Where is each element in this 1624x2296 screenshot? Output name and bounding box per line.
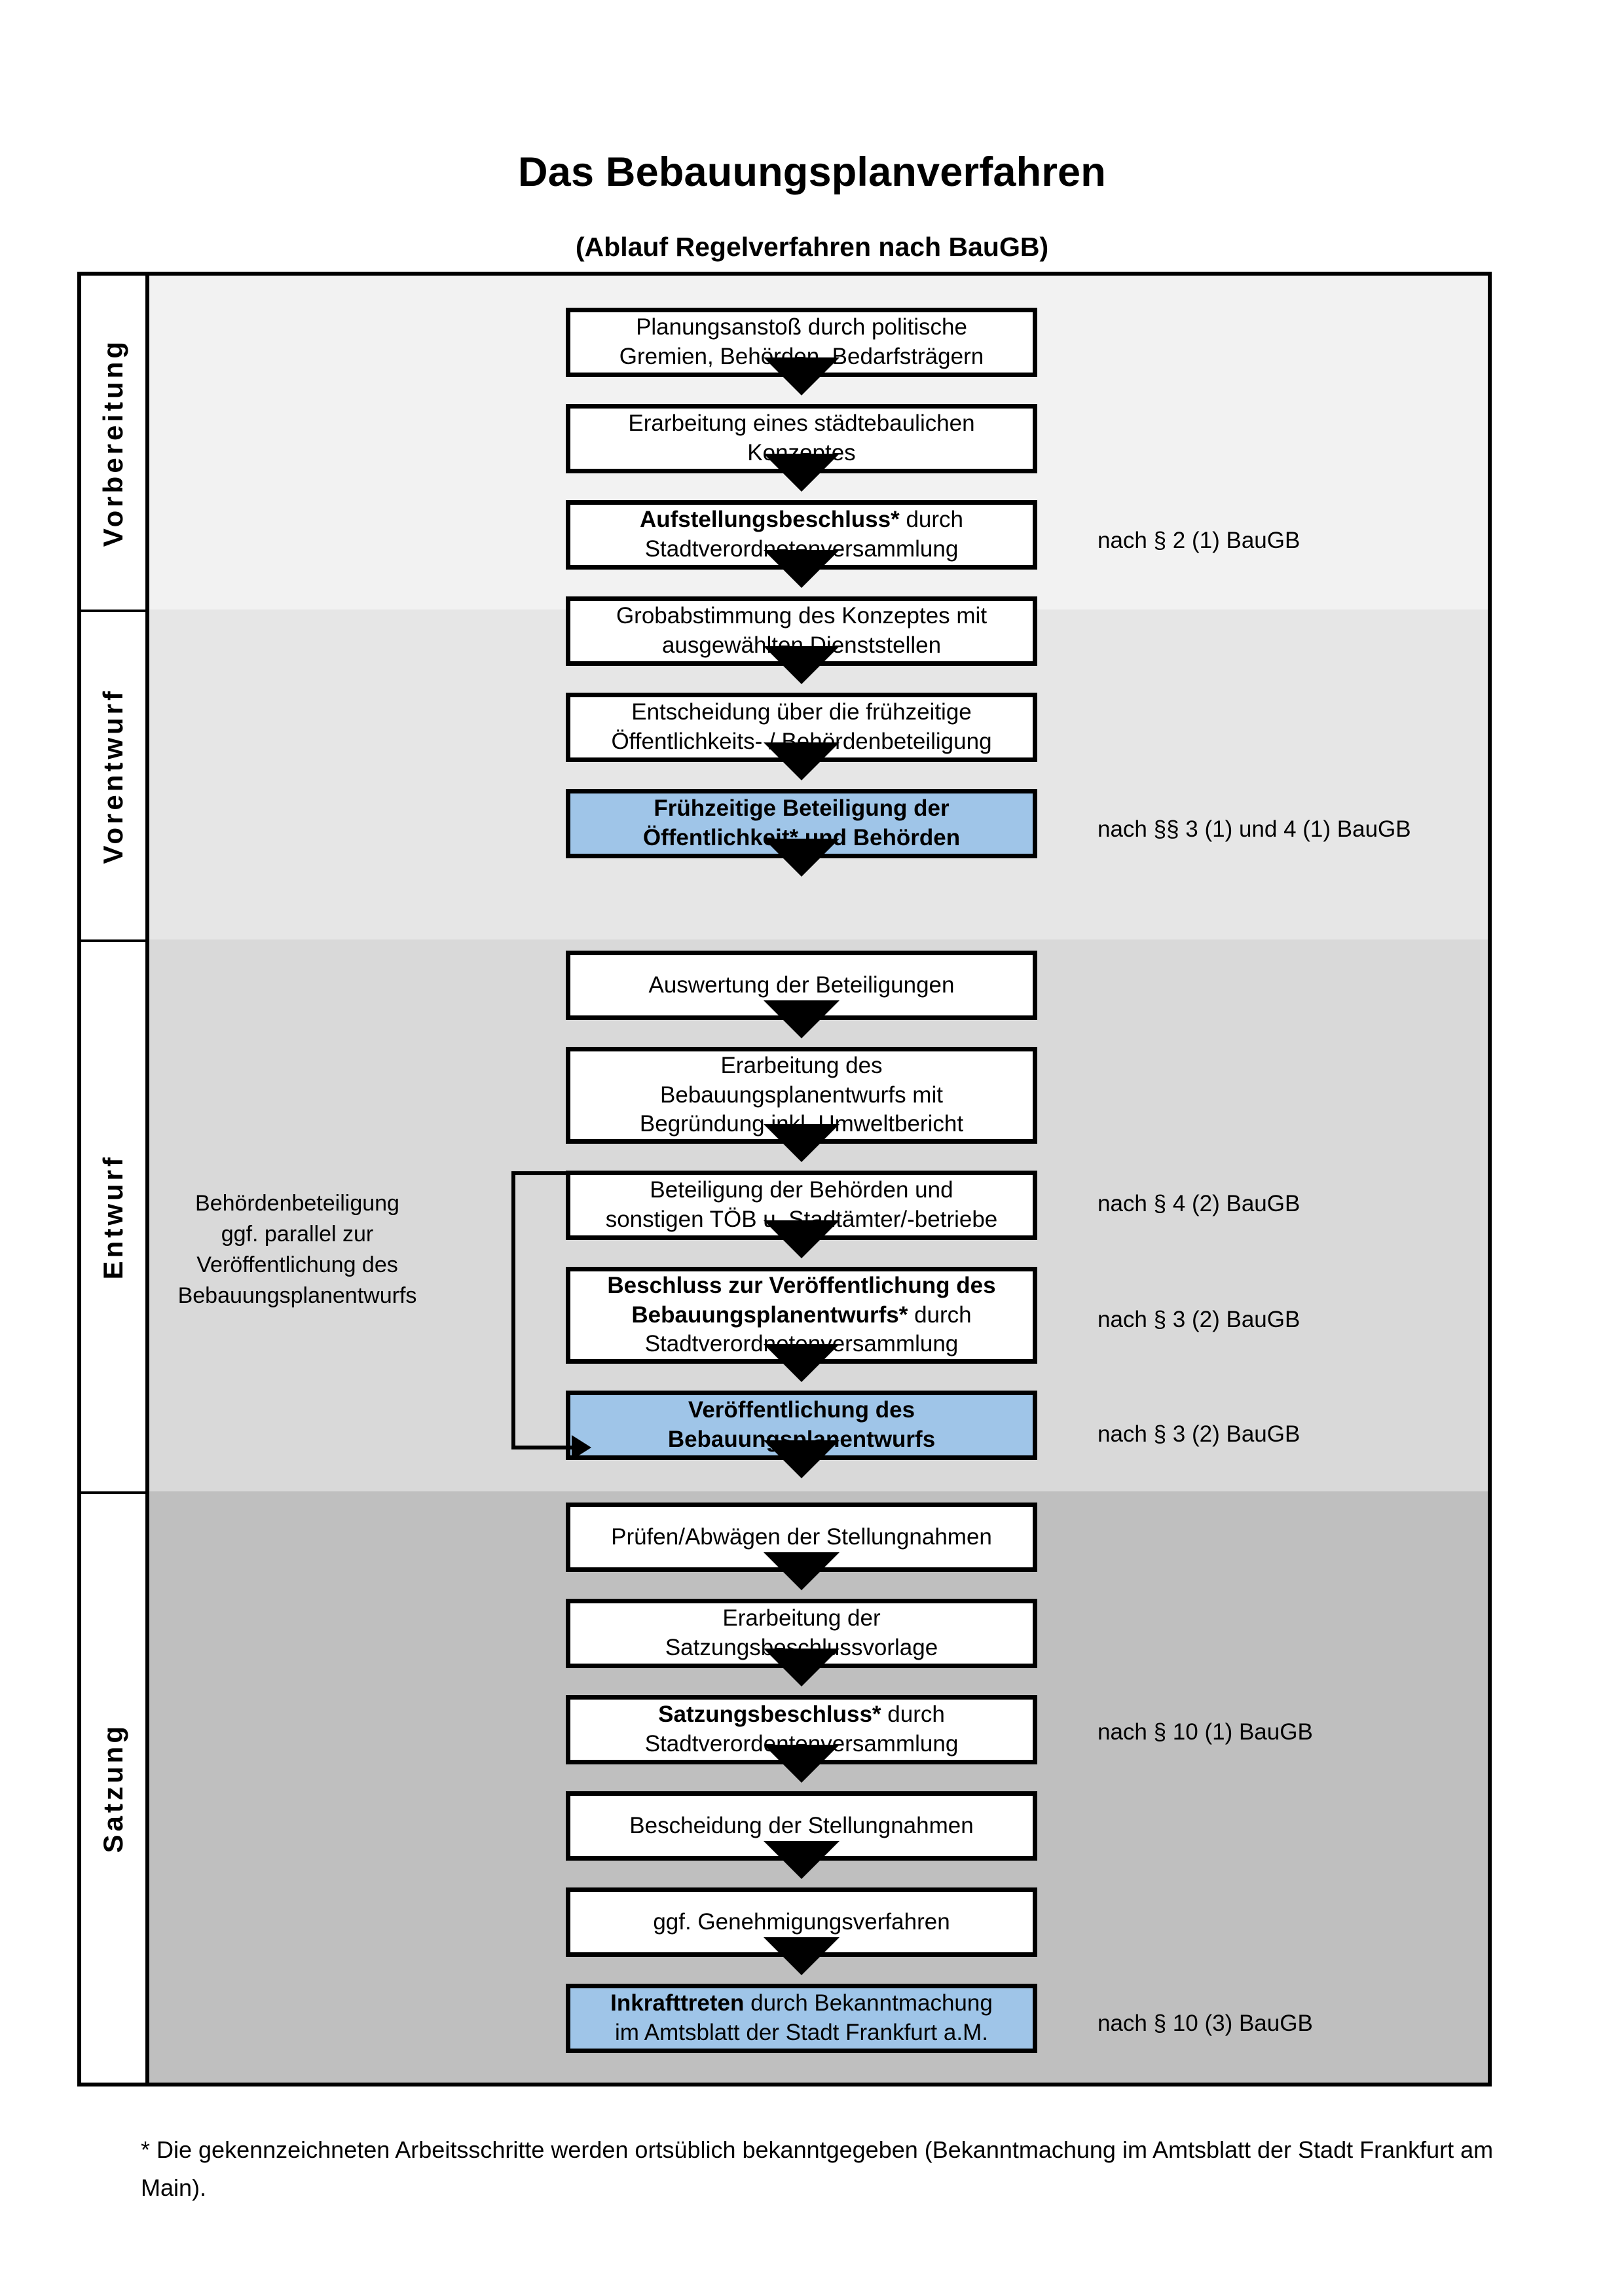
flow-step-line: Prüfen/Abwägen der Stellungnahmen [611, 1523, 992, 1550]
law-annotation-paragraph-3-2-beschluss: nach § 3 (2) BauGB [1098, 1307, 1301, 1332]
flow-arrow-down-icon [764, 839, 840, 877]
flow-step-line: Erarbeitung des [720, 1052, 883, 1078]
law-annotation-paragraph-10-3: nach § 10 (3) BauGB [1098, 2011, 1313, 2036]
swimlane-label-satzung: Satzung [81, 1491, 149, 2083]
flow-step-line: Auswertung der Beteiligungen [648, 972, 955, 998]
swimlane-label-vorbereitung: Vorbereitung [81, 276, 149, 610]
flow-arrow-down-icon [764, 1124, 840, 1162]
flow-step-beschluss-veroeffentlichung[interactable]: Beschluss zur Veröffentlichung des Bebau… [566, 1267, 1037, 1364]
footnote: * Die gekennzeichneten Arbeitsschritte w… [141, 2136, 1494, 2201]
swimlane-label-vorentwurf: Vorentwurf [81, 610, 149, 939]
flow-step-line: durch [906, 507, 964, 533]
flow-arrow-down-icon [764, 454, 840, 492]
swimlane-label-text: Vorbereitung [98, 338, 128, 547]
flow-step-line: ggf. Genehmigungsverfahren [653, 1908, 950, 1935]
connector-bracket-vertical [511, 1171, 515, 1449]
flow-step-line: Veröffentlichung des [688, 1397, 915, 1423]
flow-step-inkrafttreten[interactable]: Inkrafttreten durch Bekanntmachung im Am… [566, 1984, 1037, 2053]
flow-step-line: durch Bekanntmachung [750, 1990, 993, 2016]
connector-bracket-horizontal-bottom [511, 1446, 572, 1449]
flow-arrow-down-icon [764, 1937, 840, 1975]
flow-step-line: Entscheidung über die frühzeitige [631, 699, 972, 725]
flow-step-line: Grobabstimmung des Konzeptes mit [616, 603, 987, 629]
swimlane-label-text: Satzung [98, 1723, 128, 1853]
swimlane-label-text: Entwurf [98, 1154, 128, 1280]
flow-step-line: Frühzeitige Beteiligung der [654, 795, 950, 822]
diagram-frame: Vorbereitung Vorentwurf Entwurf Satzung … [77, 272, 1492, 2086]
flow-arrow-down-icon [764, 1552, 840, 1590]
law-annotation-paragraph-10-1: nach § 10 (1) BauGB [1098, 1719, 1313, 1745]
sidenote-line: Veröffentlichung des [196, 1252, 398, 1277]
page-title: Das Bebauungsplanverfahren [518, 149, 1106, 196]
flow-arrow-down-icon [764, 357, 840, 395]
flow-arrow-down-icon [764, 742, 840, 780]
connector-bracket-horizontal-top [511, 1171, 583, 1175]
sidenote-line: Behördenbeteiligung [195, 1191, 399, 1216]
flow-step-line-bold: Aufstellungsbeschluss* [639, 507, 900, 533]
law-annotation-paragraph-2-1: nach § 2 (1) BauGB [1098, 528, 1301, 553]
swimlane-label-text: Vorentwurf [98, 687, 128, 864]
flow-arrow-down-icon [764, 1000, 840, 1038]
flow-step-line: Beteiligung der Behörden und [650, 1177, 953, 1203]
flow-arrow-down-icon [764, 1745, 840, 1783]
flow-step-line-bold: Inkrafttreten [610, 1990, 745, 2016]
sidenote-line: Bebauungsplanentwurfs [177, 1283, 417, 1308]
flow-arrow-down-icon [764, 646, 840, 684]
flow-step-line: Erarbeitung der [722, 1605, 881, 1631]
flow-arrow-down-icon [764, 1649, 840, 1686]
flow-arrow-down-icon [764, 1220, 840, 1258]
swimlane-label-entwurf: Entwurf [81, 939, 149, 1491]
connector-arrowhead-icon [572, 1435, 591, 1460]
flow-step-line: durch [908, 1302, 972, 1328]
page-subtitle: (Ablauf Regelverfahren nach BauGB) [575, 232, 1049, 263]
flow-step-aufstellungsbeschluss[interactable]: Aufstellungsbeschluss* durch Stadtverord… [566, 500, 1037, 570]
flow-step-line: durch [887, 1702, 945, 1728]
law-annotation-paragraph-4-2: nach § 4 (2) BauGB [1098, 1191, 1301, 1216]
flow-step-line-bold: Beschluss zur Veröffentlichung des [607, 1272, 996, 1298]
flow-arrow-down-icon [764, 1841, 840, 1879]
flow-step-line-bold: Satzungsbeschluss* [658, 1702, 881, 1728]
flow-arrow-down-icon [764, 1344, 840, 1382]
flow-step-line-bold: Bebauungsplanentwurfs* [631, 1302, 908, 1328]
flow-step-line: Bescheidung der Stellungnahmen [629, 1812, 974, 1838]
flow-step-line: Erarbeitung eines städtebaulichen [628, 410, 975, 437]
flow-arrow-down-icon [764, 1440, 840, 1478]
flow-step-line: Bebauungsplanentwurfs mit [660, 1082, 943, 1108]
flow-step-line: im Amtsblatt der Stadt Frankfurt a.M. [615, 2020, 988, 2045]
sidenote-parallel-behoerdenbeteiligung: Behördenbeteiligung ggf. parallel zur Ve… [173, 1188, 422, 1311]
sidenote-line: ggf. parallel zur [221, 1221, 374, 1247]
law-annotation-paragraph-3-2-veroeffentlichung: nach § 3 (2) BauGB [1098, 1421, 1301, 1447]
flow-arrow-down-icon [764, 550, 840, 588]
law-annotation-paragraph-3-1-4-1: nach §§ 3 (1) und 4 (1) BauGB [1098, 816, 1411, 842]
flow-step-line: Planungsanstoß durch politische [636, 314, 967, 340]
